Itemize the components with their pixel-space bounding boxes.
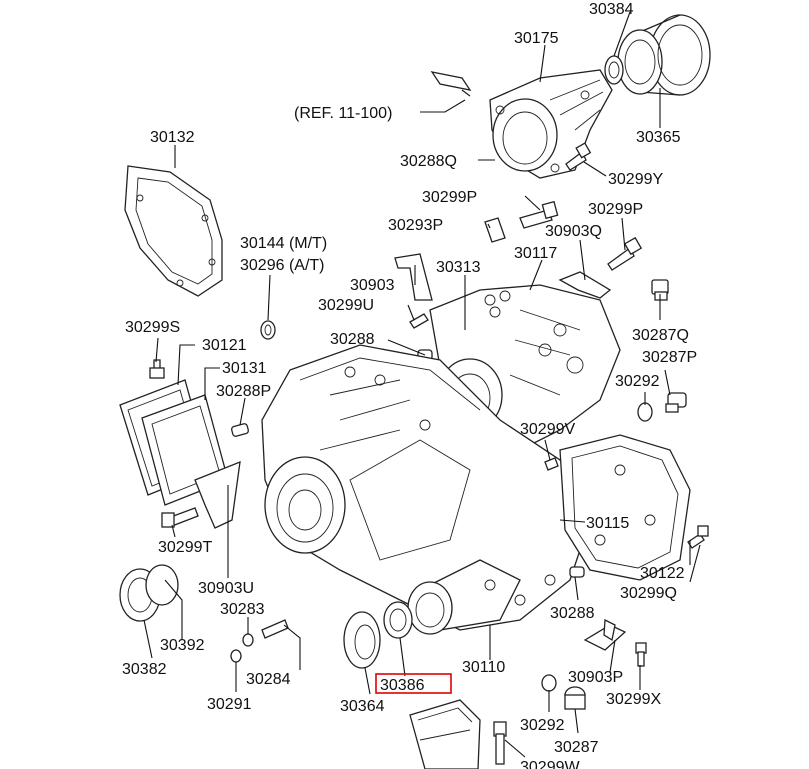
- label-30313[interactable]: 30313: [436, 259, 481, 276]
- label-30293P[interactable]: 30293P: [388, 217, 443, 234]
- label-30288[interactable]: 30288: [330, 331, 375, 348]
- label-30903Q[interactable]: 30903Q: [545, 223, 602, 240]
- label-30299P-b[interactable]: 30299P: [588, 201, 643, 218]
- label-30288P[interactable]: 30288P: [216, 383, 271, 400]
- label-30287Q[interactable]: 30287Q: [632, 327, 689, 344]
- label-30175[interactable]: 30175: [514, 30, 559, 47]
- label-30296-at[interactable]: 30296 (A/T): [240, 257, 324, 274]
- bolt-30299Y: [565, 142, 592, 171]
- label-30287[interactable]: 30287: [554, 739, 599, 756]
- part-labels: 30384 30175 (REF. 11-100) 30365 30132 30…: [122, 1, 697, 769]
- extension-housing-30175: [489, 69, 613, 179]
- washer-30283: [242, 633, 254, 647]
- label-30292-b[interactable]: 30292: [520, 717, 565, 734]
- bracket-30903Q: [558, 271, 612, 299]
- bolt-30299S: [149, 359, 165, 379]
- label-30299S[interactable]: 30299S: [125, 319, 180, 336]
- label-ref-11-100: (REF. 11-100): [294, 105, 392, 122]
- label-30287P[interactable]: 30287P: [642, 349, 697, 366]
- bracket-30903P: [583, 618, 627, 651]
- label-30115[interactable]: 30115: [586, 515, 629, 532]
- label-30284[interactable]: 30284: [246, 671, 291, 688]
- label-30382[interactable]: 30382: [122, 661, 167, 678]
- label-30299P-a[interactable]: 30299P: [422, 189, 477, 206]
- pin-30299U: [409, 313, 429, 329]
- label-30283[interactable]: 30283: [220, 601, 265, 618]
- label-30291[interactable]: 30291: [207, 696, 252, 713]
- bolt-30299X: [635, 642, 647, 667]
- o-ring-30144: [260, 320, 276, 340]
- leader-lines: [143, 11, 701, 758]
- highlight-box-30386: [375, 673, 452, 694]
- rear-cover-30115: [559, 434, 691, 581]
- seal-30364: [343, 611, 381, 669]
- nut-30291: [230, 649, 242, 663]
- label-30122[interactable]: 30122: [640, 565, 685, 582]
- bracket-30903U: [194, 460, 241, 529]
- label-30132[interactable]: 30132: [150, 129, 195, 146]
- label-30392[interactable]: 30392: [160, 637, 205, 654]
- dowel-30288P: [231, 423, 249, 437]
- ring-30392: [145, 564, 179, 606]
- seal-ring-30384: [604, 55, 624, 85]
- label-30117[interactable]: 30117: [514, 245, 557, 262]
- housing-bottom: [409, 699, 481, 769]
- bolt-30299T: [161, 507, 199, 528]
- label-30299Q[interactable]: 30299Q: [620, 585, 677, 602]
- plug-30287Q: [651, 279, 669, 301]
- gasket-30292-b: [541, 674, 557, 692]
- label-30903P[interactable]: 30903P: [568, 669, 623, 686]
- label-30144-mt[interactable]: 30144 (M/T): [240, 235, 327, 252]
- bolt-30299V: [544, 457, 559, 471]
- label-30299W[interactable]: 30299W: [520, 759, 580, 769]
- dowel-30288-b: [569, 566, 585, 578]
- label-30299X[interactable]: 30299X: [606, 691, 661, 708]
- label-30121[interactable]: 30121: [202, 337, 247, 354]
- label-30903U[interactable]: 30903U: [198, 580, 254, 597]
- plug-30287P: [665, 392, 687, 413]
- label-30299U[interactable]: 30299U: [318, 297, 374, 314]
- label-30386[interactable]: 30386: [380, 677, 425, 694]
- bolt-30299P-b: [607, 236, 643, 271]
- bracket-30903: [394, 253, 433, 301]
- label-30299T[interactable]: 30299T: [158, 539, 212, 556]
- label-30364[interactable]: 30364: [340, 698, 385, 715]
- label-30384[interactable]: 30384: [589, 1, 634, 18]
- gasket-30132: [124, 165, 223, 297]
- label-30288Q[interactable]: 30288Q: [400, 153, 457, 170]
- label-30110[interactable]: 30110: [462, 659, 505, 676]
- bolt-30299W: [493, 721, 507, 765]
- gasket-30292-a: [637, 402, 653, 422]
- bolt-30299P-a: [519, 200, 559, 229]
- label-30288-b[interactable]: 30288: [550, 605, 595, 622]
- label-30299Y[interactable]: 30299Y: [608, 171, 663, 188]
- oil-seal-cylinder-30365: [617, 14, 711, 96]
- ring-30386: [383, 601, 413, 639]
- label-30903[interactable]: 30903: [350, 277, 395, 294]
- stud-30284: [261, 619, 289, 639]
- ref-sensor-piece: [430, 71, 472, 97]
- label-30131[interactable]: 30131: [222, 360, 267, 377]
- label-30365[interactable]: 30365: [636, 129, 681, 146]
- clip-30293P: [484, 217, 506, 243]
- plug-30287: [564, 686, 586, 710]
- label-30292-a[interactable]: 30292: [615, 373, 660, 390]
- bolt-30299Q: [687, 525, 709, 549]
- label-30299V[interactable]: 30299V: [520, 421, 575, 438]
